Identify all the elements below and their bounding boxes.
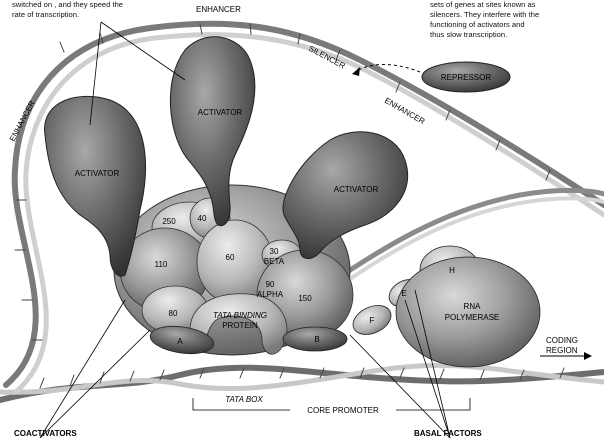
caption-top-right-1: sets of genes at sites known as bbox=[430, 0, 536, 9]
label-h: H bbox=[449, 266, 455, 275]
caption-top-left-1: switched on , and they speed the bbox=[12, 0, 123, 9]
label-enhancer-top: ENHANCER bbox=[196, 5, 241, 14]
label-coactivators: COACTIVATORS bbox=[14, 429, 77, 438]
label-core-promoter: CORE PROMOTER bbox=[307, 406, 379, 415]
caption-top-right-3: functioning of activators and bbox=[430, 20, 525, 29]
activator-right bbox=[282, 131, 409, 259]
caption-top-right-4: thus slow transcription. bbox=[430, 30, 507, 39]
pointer-lines bbox=[39, 21, 451, 439]
label-rna: RNA bbox=[464, 302, 482, 311]
label-tata-box: TATA BOX bbox=[225, 395, 263, 404]
label-90: 90 bbox=[266, 280, 275, 289]
caption-top-right-2: silencers. They interfere with the bbox=[430, 10, 539, 19]
label-60: 60 bbox=[226, 253, 235, 262]
label-40: 40 bbox=[198, 214, 207, 223]
label-b: B bbox=[314, 335, 319, 344]
label-f: F bbox=[370, 316, 375, 325]
label-150: 150 bbox=[298, 294, 312, 303]
caption-top-left-2: rate of transcription. bbox=[12, 10, 79, 19]
label-beta: BETA bbox=[264, 257, 285, 266]
label-250: 250 bbox=[162, 217, 176, 226]
label-coding: CODING bbox=[546, 336, 578, 345]
label-basal-factors: BASAL FACTORS bbox=[414, 429, 482, 438]
activator-left bbox=[44, 95, 147, 277]
dna-helix bbox=[0, 20, 604, 403]
repressor bbox=[421, 61, 511, 93]
label-polymerase: POLYMERASE bbox=[445, 313, 500, 322]
label-activator-right: ACTIVATOR bbox=[334, 185, 379, 194]
label-protein: PROTEIN bbox=[222, 321, 258, 330]
activator-center bbox=[169, 36, 256, 227]
label-region: REGION bbox=[546, 346, 578, 355]
core-promoter-label-bg bbox=[290, 404, 396, 416]
repressor-arrowhead bbox=[352, 67, 360, 76]
label-110: 110 bbox=[155, 260, 168, 269]
coding-region-arrow bbox=[540, 352, 592, 360]
label-activator-center: ACTIVATOR bbox=[198, 108, 243, 117]
label-80: 80 bbox=[169, 309, 178, 318]
label-repressor: REPRESSOR bbox=[441, 73, 491, 82]
label-alpha: ALPHA bbox=[257, 290, 284, 299]
label-tata-binding: TATA BINDING bbox=[213, 311, 267, 320]
label-activator-left: ACTIVATOR bbox=[75, 169, 120, 178]
label-a: A bbox=[177, 337, 183, 346]
label-e: E bbox=[401, 289, 406, 298]
label-30: 30 bbox=[270, 247, 279, 256]
complex-core bbox=[113, 184, 541, 368]
